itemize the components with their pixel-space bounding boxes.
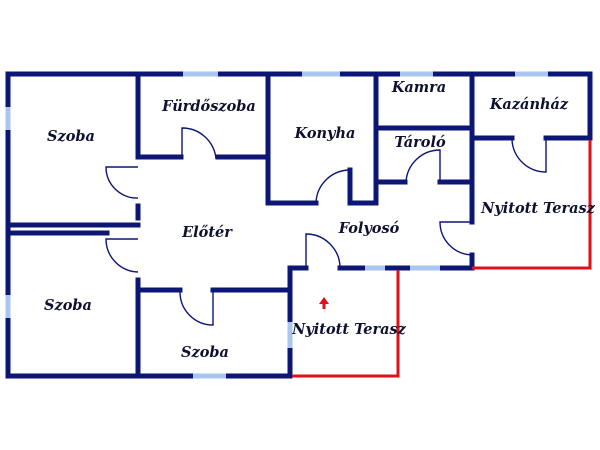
label-kamra: Kamra — [391, 79, 446, 96]
label-nyitott-terasz-bottom: Nyitott Terasz — [291, 321, 407, 338]
walls — [5, 71, 593, 379]
door-szoba-top — [105, 166, 139, 199]
label-folyoso: Folyosó — [338, 220, 400, 237]
label-szoba-bottom-middle: Szoba — [181, 344, 229, 361]
door-folyoso-right — [439, 221, 473, 256]
terrace-edge-bottom — [292, 270, 400, 378]
label-furdoszoba: Fürdőszoba — [161, 98, 256, 115]
label-tarolo: Tároló — [394, 134, 446, 151]
up-arrow-icon — [319, 297, 329, 309]
room-labels: Szoba Fürdőszoba Konyha Kamra Kazánház T… — [44, 79, 596, 361]
terrace-edge-right — [472, 140, 592, 270]
entrance-arrow-head — [319, 297, 329, 304]
door-kazanhaz — [511, 139, 547, 173]
label-szoba-bottom-left: Szoba — [44, 297, 92, 314]
label-szoba-top-left: Szoba — [47, 128, 95, 145]
door-tarolo — [405, 149, 441, 183]
open-terrace-edges — [292, 140, 592, 378]
door-furdoszoba — [181, 127, 217, 160]
doors — [105, 127, 547, 326]
windows — [5, 71, 548, 379]
label-eloter: Előtér — [181, 224, 233, 241]
entrance-arrow-stem — [322, 303, 326, 309]
label-konyha: Konyha — [294, 125, 356, 142]
door-szoba-bottom-left — [105, 238, 139, 273]
label-nyitott-terasz-right: Nyitott Terasz — [480, 200, 596, 217]
door-szoba-bottom-middle — [179, 291, 214, 326]
label-kazanhaz: Kazánház — [489, 96, 569, 113]
door-konyha — [315, 169, 351, 204]
door-entrance — [305, 233, 341, 269]
